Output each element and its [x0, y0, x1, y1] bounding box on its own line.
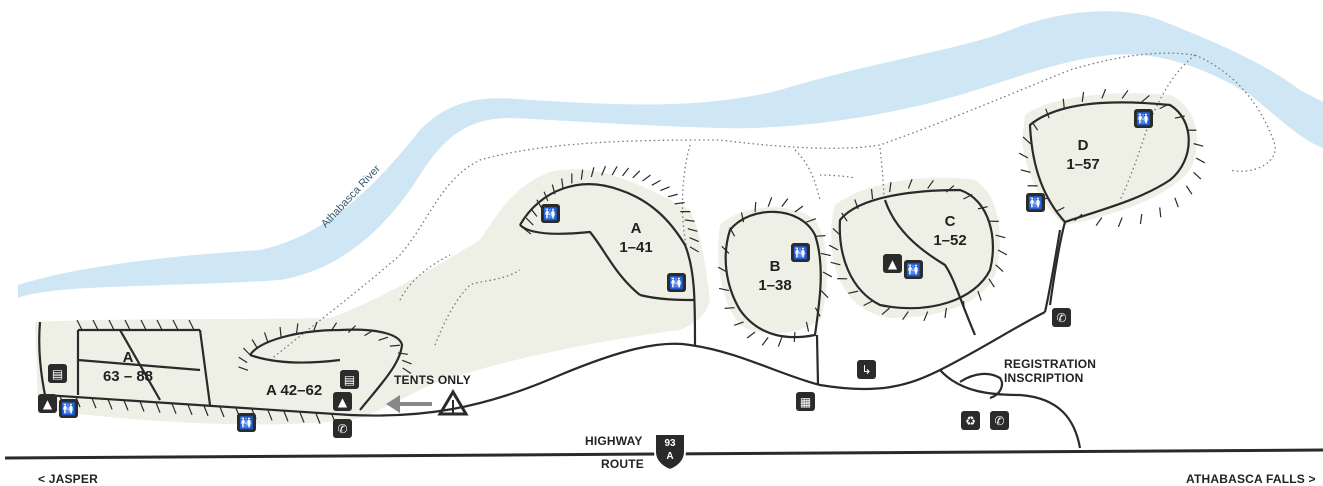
highway-number: 93 [655, 438, 685, 449]
direction-athabasca-falls: ATHABASCA FALLS > [1186, 472, 1316, 486]
campsite-spur [612, 166, 617, 175]
phone-icon: ✆ [333, 419, 352, 438]
campsite-spur [747, 332, 755, 338]
campsite-spur [1160, 207, 1161, 217]
washroom-icon: 🚻 [1026, 193, 1045, 212]
phone-icon: ✆ [990, 411, 1009, 430]
campsite-spur [815, 236, 825, 237]
loop-c-name: C [920, 212, 980, 231]
sani-dump-icon: ↳ [857, 360, 876, 379]
campsite-spur [652, 180, 661, 185]
washroom-icon: 🚻 [1134, 109, 1153, 128]
firewood-icon: ▲ [38, 394, 57, 413]
campsite-spur [633, 171, 640, 178]
shower-icon: 🚻 [541, 204, 560, 223]
campsite-spur [762, 337, 768, 345]
loop-c-range: 1–52 [920, 231, 980, 250]
washroom-icon: 🚻 [59, 399, 78, 418]
kitchen-shelter-icon: ▤ [48, 364, 67, 383]
loop-a-1-41-range: 1–41 [606, 238, 666, 257]
campsite-spur [782, 199, 788, 207]
firewood-icon: ▲ [333, 392, 352, 411]
washroom-icon: 🚻 [791, 243, 810, 262]
campsite-spur [1096, 218, 1102, 226]
campsite-spur [778, 337, 781, 346]
washroom-icon: 🚻 [904, 260, 923, 279]
loop-b-label: B 1–38 [745, 257, 805, 295]
campsite-spur [1118, 218, 1122, 227]
campsite-spur [755, 202, 756, 212]
loop-a-1-41-name: A [606, 219, 666, 238]
campsite-spur [1196, 158, 1205, 163]
tents-only-label: TENTS ONLY [394, 373, 471, 387]
loop-d-range: 1–57 [1053, 155, 1113, 174]
firewood-icon: ▲ [883, 254, 902, 273]
campsite-spur [668, 194, 678, 197]
campsite-spur [660, 187, 669, 191]
washroom-icon: 🚻 [237, 413, 256, 432]
registration-label: REGISTRATION INSCRIPTION [1004, 357, 1096, 385]
loop-d-label: D 1–57 [1053, 136, 1113, 174]
trailer-icon: ▦ [796, 392, 815, 411]
highway-label: HIGHWAY [585, 434, 643, 448]
campsite-spur [643, 175, 651, 181]
campsite-spur [996, 265, 1003, 272]
direction-jasper: < JASPER [38, 472, 98, 486]
campsite-spur [1186, 186, 1192, 194]
campsite-spur [795, 206, 803, 212]
registration-line2: INSCRIPTION [1004, 371, 1096, 385]
campsite-spur [1140, 214, 1141, 224]
loop-a-63-88-range: 63 – 88 [88, 367, 168, 386]
loop-a-42-62-label: A 42–62 [266, 381, 322, 400]
campsite-spur [998, 250, 1007, 255]
campsite-spur [794, 332, 795, 342]
phone-icon: ✆ [1052, 308, 1071, 327]
washroom-icon: 🚻 [667, 273, 686, 292]
loop-b-range: 1–38 [745, 276, 805, 295]
loop-d-name: D [1053, 136, 1113, 155]
campsite-spur [725, 308, 735, 309]
campsite-spur [623, 168, 629, 176]
loop-a-63-88-label: A 63 – 88 [88, 348, 168, 386]
campsite-spur [768, 197, 771, 206]
campsite-spur [1194, 172, 1201, 179]
recycling-icon: ♻ [961, 411, 980, 430]
highway-suffix: A [655, 451, 685, 462]
loop-c-label: C 1–52 [920, 212, 980, 250]
loop-a-1-41-label: A 1–41 [606, 219, 666, 257]
route-label: ROUTE [601, 457, 644, 471]
kitchen-shelter-icon: ▤ [340, 370, 359, 389]
registration-line1: REGISTRATION [1004, 357, 1096, 371]
campsite-spur [1175, 198, 1178, 207]
loop-a-63-88-name: A [88, 348, 168, 367]
